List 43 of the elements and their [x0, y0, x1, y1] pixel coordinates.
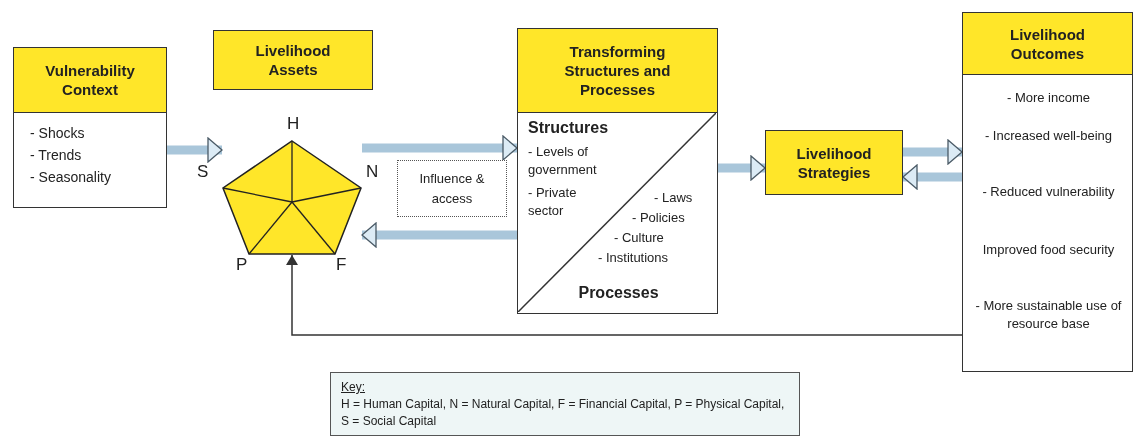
list-item: - Policies — [632, 209, 686, 227]
vertex-letter: H — [287, 114, 300, 134]
vertex-letter: P — [236, 255, 248, 275]
feedback-arrow — [286, 254, 963, 336]
process-box — [13, 47, 167, 208]
block-arrow — [902, 164, 962, 190]
heading-box — [213, 30, 373, 90]
list-item: - Increased well-being — [983, 127, 1114, 145]
list-item: Improved food security — [981, 241, 1116, 259]
list-item: - Private sector — [528, 184, 578, 220]
list-item: - Trends — [30, 146, 83, 164]
note-text: Influence & access — [418, 169, 486, 208]
block-arrow — [718, 155, 766, 181]
block-arrow — [362, 135, 518, 161]
list-item: - Laws — [654, 189, 694, 207]
heading-text: Livelihood Strategies — [795, 143, 873, 182]
key-text: H = Human Capital, N = Natural Capital, F = Financial Capital, P = Physical Capital, S = Social Capital — [341, 396, 786, 430]
heading-text: Livelihood Outcomes — [1009, 24, 1086, 63]
heading-text: Livelihood Assets — [254, 41, 332, 79]
block-arrow — [903, 139, 963, 165]
process-box — [962, 12, 1133, 372]
list-item: - Culture — [614, 229, 665, 247]
list-item: - Shocks — [30, 124, 86, 142]
list-item: - More sustainable use of resource base — [974, 297, 1123, 333]
heading-box — [765, 130, 903, 195]
heading-text: Transforming Structures and Processes — [563, 42, 672, 99]
asset-pentagon — [222, 140, 362, 255]
block-arrow — [361, 222, 517, 248]
list-item: - Levels of government — [528, 143, 598, 179]
list-item: - Seasonality — [30, 168, 112, 186]
section-heading: Processes — [577, 284, 660, 302]
vertex-letter: F — [336, 255, 347, 275]
list-item: - More income — [1005, 89, 1092, 107]
vertex-letter: N — [366, 162, 379, 182]
list-item: - Reduced vulnerability — [981, 183, 1116, 201]
heading-text: Vulnerability Context — [44, 61, 136, 99]
section-heading: Structures — [528, 119, 610, 137]
vertex-letter: S — [197, 162, 209, 182]
list-item: - Institutions — [598, 249, 670, 267]
note-box — [397, 160, 507, 217]
key-heading: Key: — [341, 379, 366, 396]
process-box — [517, 28, 718, 314]
block-arrow — [167, 137, 223, 163]
